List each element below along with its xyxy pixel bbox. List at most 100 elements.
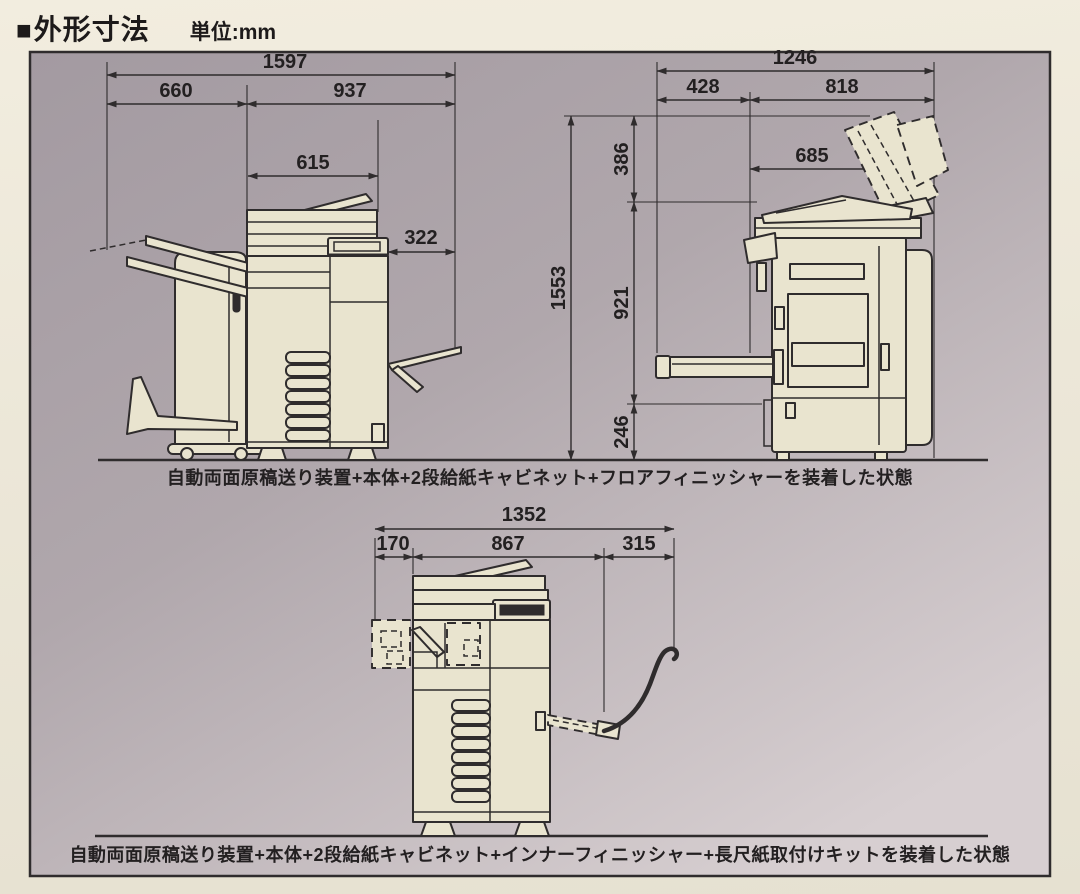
- caster-wheel: [180, 447, 194, 461]
- dim-side-total-width: 1597: [106, 51, 456, 79]
- dimension-value: 322: [404, 227, 437, 249]
- paper-drawer: [451, 790, 491, 803]
- paper-drawer: [285, 351, 331, 364]
- adf-open-dashed: [844, 111, 940, 220]
- banner-feed-tray: [669, 356, 774, 378]
- control-panel: [743, 232, 778, 264]
- exit-ramp: [411, 626, 445, 658]
- adf-tray-seam: [775, 199, 847, 214]
- side-view-drawing: 1597 660 937 615 322: [89, 51, 462, 461]
- dimension-value: 386: [611, 142, 633, 175]
- dim-side-body-width: 937: [246, 80, 456, 108]
- machine-foot: [514, 821, 550, 837]
- finisher-lower-tray: [126, 376, 238, 435]
- side-output-tray: [387, 346, 462, 371]
- front-view-machine: [655, 111, 949, 461]
- unit-label: 単位:mm: [189, 21, 277, 44]
- adf-open-flap-dashed: [896, 115, 949, 187]
- dimension-value: 246: [611, 415, 633, 448]
- dimension-value: 937: [333, 80, 366, 102]
- adf-open-detail: [857, 130, 900, 209]
- paper-drawer: [285, 377, 331, 390]
- title-text: 外形寸法: [33, 14, 150, 45]
- dim-front-body-height: 921: [611, 201, 638, 405]
- dim-side-output-width: 322: [387, 227, 456, 256]
- scanner-base: [412, 603, 496, 621]
- paper-drawer: [285, 403, 331, 416]
- tray-support-arm: [391, 365, 424, 393]
- body-handle: [880, 343, 890, 371]
- dimension-value: 1597: [263, 51, 308, 73]
- control-panel: [327, 237, 389, 257]
- dimension-value: 660: [159, 80, 192, 102]
- right-side-cover: [905, 249, 933, 446]
- dim-banner-total-width: 1352: [374, 504, 675, 533]
- paper-drawer: [451, 712, 491, 725]
- banner-view-machine: [371, 559, 680, 837]
- title-bullet-icon: ■: [16, 15, 32, 45]
- dimension-value: 1246: [773, 47, 818, 69]
- machine-foot: [347, 447, 377, 461]
- front-door: [787, 293, 869, 388]
- body-step: [413, 651, 438, 668]
- dim-front-total-height: 1553: [548, 115, 575, 461]
- dimension-value: 1553: [548, 266, 570, 311]
- adf-open-detail: [870, 124, 915, 202]
- front-view-drawing: 1246 428 818 685 1553: [548, 47, 949, 461]
- paper-drawer: [451, 699, 491, 712]
- dimension-value: 685: [795, 145, 828, 167]
- dim-banner-kit-width: 315: [603, 533, 675, 561]
- banner-tray-end-cap: [655, 355, 671, 379]
- paper-drawer: [285, 390, 331, 403]
- banner-view-drawing: 1352 170 867 315: [371, 504, 680, 837]
- paper-drawer: [451, 738, 491, 751]
- dim-front-body-width: 818: [749, 76, 935, 104]
- front-door-slot: [791, 342, 865, 367]
- diagram-content: 1597 660 937 615 322: [69, 47, 1010, 865]
- dim-side-scanner-width: 615: [247, 152, 379, 180]
- dimension-value: 921: [611, 286, 633, 319]
- machine-foot: [257, 447, 287, 461]
- paper-drawer: [451, 751, 491, 764]
- adf-lid: [412, 575, 546, 591]
- inner-finisher-detail: [380, 630, 402, 648]
- control-panel-screen: [333, 241, 381, 252]
- machine-foot: [420, 821, 456, 837]
- paper-exit-slot: [789, 263, 865, 280]
- dim-front-total-width: 1246: [656, 47, 935, 75]
- dim-front-adf-height: 386: [611, 115, 638, 203]
- paper-drawer: [451, 764, 491, 777]
- control-panel-arm: [756, 262, 767, 292]
- machine-foot: [874, 451, 888, 461]
- dim-banner-body-width: 867: [412, 533, 605, 561]
- dimension-value: 428: [686, 76, 719, 98]
- cabinet-step: [763, 399, 772, 447]
- control-panel-screen: [499, 604, 545, 616]
- dimension-value: 170: [376, 533, 409, 555]
- dimension-value: 818: [825, 76, 858, 98]
- dim-side-finisher-width: 660: [106, 80, 248, 108]
- body-detail: [371, 423, 385, 443]
- inner-finisher-detail: [463, 639, 479, 657]
- paper-drawer: [285, 429, 331, 442]
- paper-drawer: [451, 777, 491, 790]
- page-title: ■ 外形寸法 単位:mm: [16, 8, 276, 48]
- dimension-value: 867: [491, 533, 524, 555]
- banner-paper-guide: [601, 646, 680, 734]
- paper-drawer: [285, 364, 331, 377]
- bottom-configuration-caption: 自動両面原稿送り装置+本体+2段給紙キャビネット+インナーフィニッシャー+長尺紙…: [69, 844, 1010, 865]
- machine-foot: [776, 451, 790, 461]
- dim-front-left-width: 428: [656, 76, 751, 104]
- paper-drawer: [451, 725, 491, 738]
- dim-banner-left-width: 170: [374, 533, 414, 561]
- inner-finisher-dashed: [371, 619, 411, 669]
- paper-drawer: [285, 416, 331, 429]
- cabinet-handle: [785, 402, 796, 419]
- body-handle: [535, 711, 546, 731]
- dimension-value: 315: [622, 533, 655, 555]
- body-handle: [774, 306, 785, 330]
- body-handle: [773, 349, 784, 385]
- inner-finisher-detail: [386, 650, 404, 665]
